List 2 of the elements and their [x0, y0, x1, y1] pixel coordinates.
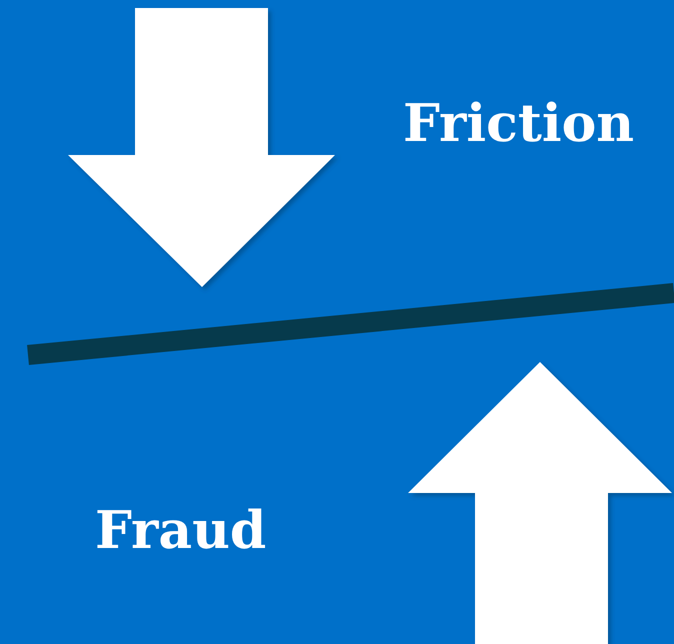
label-text: Friction	[403, 98, 634, 150]
label-text: Fraud	[95, 505, 266, 557]
